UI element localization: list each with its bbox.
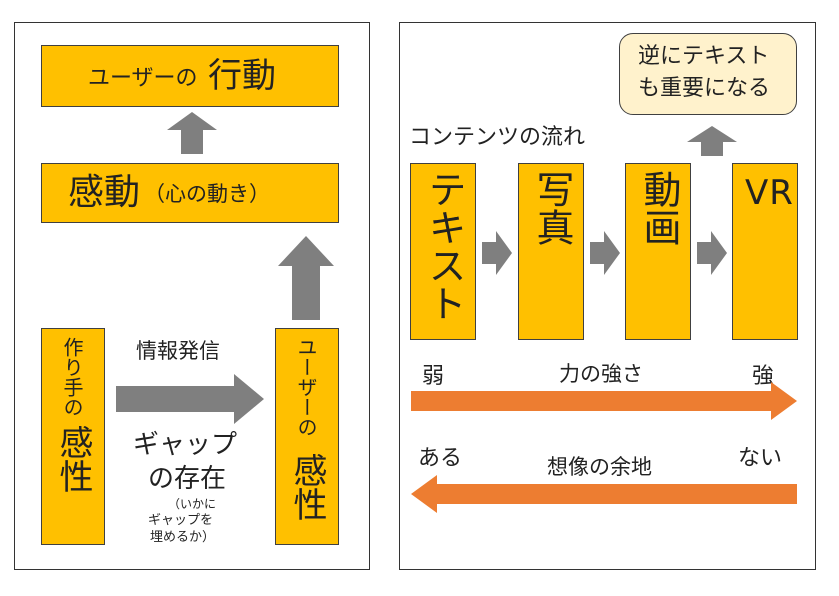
stage-vr-box: VR	[732, 163, 798, 340]
gray-arrow-up-small	[167, 112, 217, 154]
stage-video-label: 動画	[637, 170, 681, 246]
user-behavior-prefix: ユーザーの	[88, 66, 198, 91]
content-flow-label: コンテンツの流れ	[409, 125, 586, 150]
user-behavior-box: ユーザーの 行動	[41, 45, 339, 107]
orange-arrow-left	[411, 475, 797, 513]
gap-note-line3: 埋めるか）	[150, 530, 216, 545]
creator-sensibility-box: 作り手の 感性	[41, 328, 105, 545]
creator-sensibility-small: 作り手の	[60, 337, 84, 417]
user-sensibility-big: 感性	[287, 453, 327, 521]
user-sensibility-small: ユーザーの	[294, 337, 318, 437]
imagination-some: ある	[418, 446, 463, 471]
stage-photo-box: 写真	[518, 163, 584, 340]
gray-arrow-right	[116, 374, 264, 424]
stage-photo-label: 写真	[530, 170, 574, 246]
imagination-label: 想像の余地	[547, 455, 652, 479]
strength-label: 力の強さ	[559, 362, 643, 386]
imagination-none: ない	[738, 446, 783, 471]
emotion-box: 感動 （心の動き）	[41, 163, 339, 223]
gap-line1: ギャップ	[133, 430, 238, 460]
gray-arrow-right-1	[482, 231, 512, 275]
emotion-main: 感動	[68, 172, 141, 213]
strength-strong: 強	[752, 364, 775, 389]
callout-line1: 逆にテキスト	[638, 44, 770, 69]
stage-text-box: テキスト	[410, 163, 476, 340]
orange-arrow-right	[411, 382, 797, 420]
gap-note-line2: ギャップを	[148, 513, 214, 528]
user-behavior-main: 行動	[208, 56, 276, 96]
gap-line2: の存在	[148, 464, 227, 494]
transmission-label: 情報発信	[136, 339, 220, 363]
stage-vr-label: VR	[745, 173, 794, 213]
strength-weak: 弱	[422, 364, 445, 389]
gray-arrow-up-large	[278, 236, 334, 320]
callout-line2: も重要になる	[638, 76, 771, 101]
gray-arrow-right-3	[697, 231, 727, 275]
creator-sensibility-big: 感性	[53, 425, 93, 493]
stage-text-label: テキスト	[422, 170, 466, 322]
gray-arrow-up-right-panel	[687, 126, 737, 156]
gap-note-line1: （いかに	[168, 497, 217, 511]
gray-arrow-right-2	[590, 231, 620, 275]
text-importance-callout: 逆にテキスト も重要になる	[619, 33, 797, 115]
emotion-sub: （心の動き）	[144, 182, 270, 206]
user-sensibility-box: ユーザーの 感性	[275, 328, 339, 545]
stage-video-box: 動画	[625, 163, 691, 340]
